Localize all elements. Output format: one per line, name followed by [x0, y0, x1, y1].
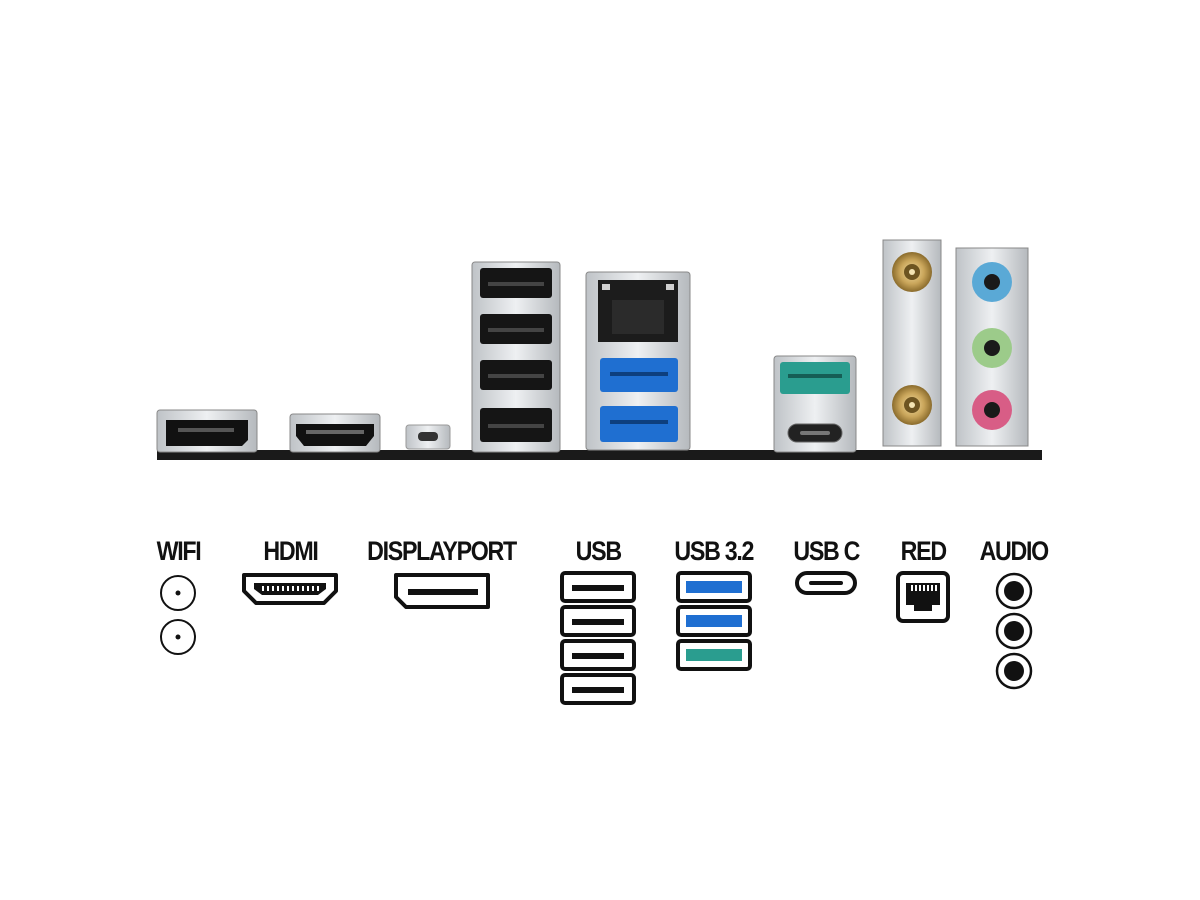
legend-wifi: WIFI [148, 535, 208, 657]
legend-label-wifi: WIFI [156, 536, 201, 566]
usb-a-stack [471, 261, 561, 453]
small-port [405, 424, 451, 450]
hdmi-connector [289, 413, 381, 453]
wifi-antenna-connectors [882, 239, 942, 447]
legend-audio: AUDIO [974, 535, 1054, 691]
usb32-port-icon [676, 605, 752, 637]
io-panel-photo [156, 239, 1042, 460]
wifi-antenna-icon [160, 619, 196, 655]
usb-a-port-icon [560, 571, 636, 603]
usb32-port-icon [676, 571, 752, 603]
usb-teal-usbc-stack [773, 355, 857, 453]
audio-jack-icon [995, 572, 1033, 610]
legend-label-usb32: USB 3.2 [674, 536, 755, 566]
audio-jack-icon [995, 652, 1033, 690]
legend-label-displayport: DISPLAYPORT [367, 536, 518, 566]
displayport-connector [156, 409, 258, 453]
legend-displayport: DISPLAYPORT [362, 535, 522, 611]
legend-red: RED [892, 535, 954, 625]
usb-a-port-icon [560, 673, 636, 705]
displayport-icon [394, 573, 490, 609]
usb32-port-icon [676, 639, 752, 671]
legend-label-audio: AUDIO [979, 536, 1050, 566]
legend-hdmi: HDMI [238, 535, 342, 607]
usb-a-port-icon [560, 605, 636, 637]
lan-usb32-stack [585, 271, 691, 451]
board-edge [157, 450, 1042, 460]
wifi-antenna-icon [160, 575, 196, 611]
hdmi-port-icon [242, 573, 338, 605]
legend-usb: USB [558, 535, 638, 707]
usb-a-port-icon [560, 639, 636, 671]
legend-label-red: RED [900, 536, 946, 566]
ethernet-port-icon [896, 571, 950, 623]
legend-usbc: USB C [782, 535, 870, 597]
legend-usb32: USB 3.2 [664, 535, 764, 673]
legend-label-usb: USB [575, 536, 621, 566]
legend-label-usbc: USB C [793, 536, 860, 566]
audio-jack-icon [995, 612, 1033, 650]
usb-c-port-icon [795, 571, 857, 595]
legend-label-hdmi: HDMI [262, 536, 318, 566]
audio-jacks [955, 247, 1029, 447]
